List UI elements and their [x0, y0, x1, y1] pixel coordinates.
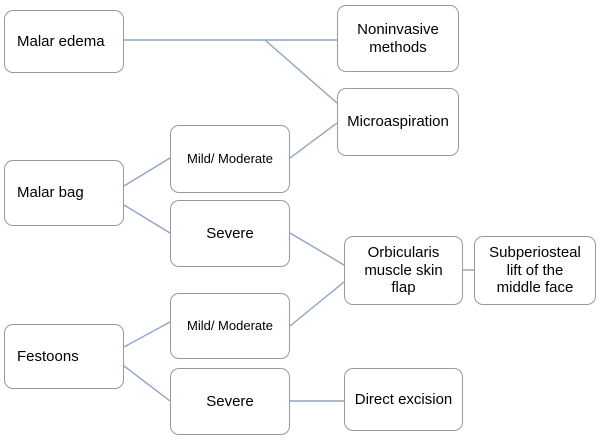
node-malar-bag-severe-label: Severe — [206, 224, 254, 242]
node-orbicularis-flap: Orbicularis muscle skin flap — [344, 236, 463, 305]
node-subperiosteal-lift: Subperiosteal lift of the middle face — [474, 236, 596, 305]
node-orbicularis-flap-label: Orbicularis muscle skin flap — [364, 243, 443, 297]
node-malar-bag-mild-moderate-label: Mild/ Moderate — [187, 151, 273, 167]
connector-bag-mild — [123, 157, 171, 187]
node-microaspiration: Microaspiration — [337, 88, 459, 156]
node-malar-edema-label: Malar edema — [17, 32, 105, 50]
node-direct-excision: Direct excision — [344, 368, 463, 431]
node-malar-bag-mild-moderate: Mild/ Moderate — [170, 125, 290, 193]
connector-bagmild-microaspiration — [289, 122, 338, 159]
node-direct-excision-label: Direct excision — [354, 390, 453, 408]
node-festoons-severe: Severe — [170, 368, 290, 435]
node-noninvasive-methods: Noninvasive methods — [337, 5, 459, 72]
node-malar-bag-label: Malar bag — [17, 184, 84, 202]
node-festoons-mild-moderate-label: Mild/ Moderate — [187, 318, 273, 334]
node-festoons-mild-moderate: Mild/ Moderate — [170, 293, 290, 359]
connector-festoons-severe — [123, 365, 171, 402]
node-malar-edema: Malar edema — [4, 10, 124, 73]
node-microaspiration-label: Microaspiration — [347, 113, 449, 131]
node-noninvasive-methods-label: Noninvasive methods — [357, 20, 439, 56]
node-festoons: Festoons — [4, 324, 124, 389]
node-malar-bag-severe: Severe — [170, 200, 290, 267]
connector-bagsevere-orbicularis — [289, 232, 345, 266]
node-subperiosteal-lift-label: Subperiosteal lift of the middle face — [489, 243, 581, 297]
connector-branch-microaspiration — [264, 39, 338, 104]
connector-bag-severe — [123, 204, 171, 234]
connector-festmild-orbicularis — [289, 281, 345, 327]
node-festoons-severe-label: Severe — [206, 392, 254, 410]
node-malar-bag: Malar bag — [4, 160, 124, 226]
node-festoons-label: Festoons — [17, 347, 79, 365]
connector-festoons-mild — [123, 321, 171, 348]
